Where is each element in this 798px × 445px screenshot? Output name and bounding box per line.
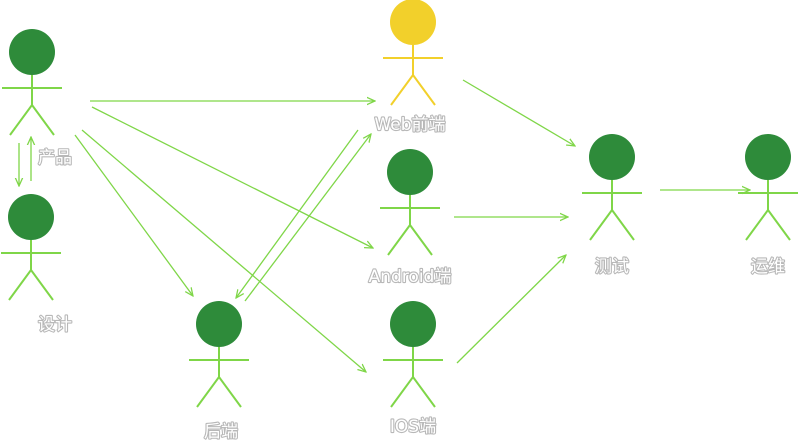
actor-left-leg <box>390 74 414 106</box>
actor-product: 产品 <box>2 29 73 169</box>
actor-left-leg <box>387 224 411 256</box>
actor-right-leg <box>611 209 635 241</box>
arrow-web-to-backend <box>236 129 359 298</box>
edges-layer <box>19 79 750 372</box>
actor-backend: 后端 <box>189 301 249 443</box>
actor-android: Android端 <box>368 149 452 288</box>
actor-ios: IOS端 <box>383 301 443 438</box>
stick-figure-icon <box>1 194 61 301</box>
stick-figure-icon <box>383 301 443 408</box>
stick-figure-icon <box>738 134 798 241</box>
stick-figure-icon <box>582 134 642 241</box>
actor-test: 测试 <box>582 134 642 278</box>
actor-label-product: 产品 <box>38 148 72 168</box>
actor-right-leg <box>30 269 54 301</box>
arrow-web-to-test <box>462 79 575 146</box>
actor-left-leg <box>589 209 613 241</box>
actor-head <box>8 194 54 240</box>
actor-left-leg <box>196 376 220 408</box>
actor-head <box>387 149 433 195</box>
arrow-product-to-android <box>91 106 373 248</box>
actor-right-leg <box>412 376 436 408</box>
actor-label-android: Android端 <box>369 267 452 287</box>
actor-web: Web前端 <box>373 0 447 136</box>
actor-right-leg <box>767 209 791 241</box>
actor-right-leg <box>218 376 242 408</box>
actor-left-leg <box>8 269 32 301</box>
actor-ops: 运维 <box>738 134 798 278</box>
actor-right-leg <box>31 104 55 136</box>
arrow-product-to-backend <box>74 134 193 296</box>
actor-label-backend: 后端 <box>204 422 238 442</box>
actor-right-leg <box>409 224 433 256</box>
arrow-ios-to-test <box>456 255 566 364</box>
stick-figure-icon <box>383 0 443 106</box>
actor-design: 设计 <box>1 194 73 336</box>
stick-figure-icon <box>2 29 62 136</box>
actor-left-leg <box>9 104 33 136</box>
actor-head <box>196 301 242 347</box>
arrow-product-to-ios <box>81 129 366 372</box>
actor-label-design: 设计 <box>38 315 72 335</box>
actor-head <box>9 29 55 75</box>
actor-label-ops: 运维 <box>751 257 785 277</box>
actor-left-leg <box>390 376 414 408</box>
actor-left-leg <box>745 209 769 241</box>
actor-label-web: Web前端 <box>374 115 445 135</box>
actor-head <box>745 134 791 180</box>
arrow-backend-to-web <box>244 134 371 302</box>
actor-label-ios: IOS端 <box>390 417 436 437</box>
actor-right-leg <box>412 74 436 106</box>
stick-figure-icon <box>189 301 249 408</box>
actor-head <box>589 134 635 180</box>
actor-label-test: 测试 <box>595 257 629 277</box>
actor-head <box>390 0 436 45</box>
actor-head <box>390 301 436 347</box>
stick-figure-icon <box>380 149 440 256</box>
